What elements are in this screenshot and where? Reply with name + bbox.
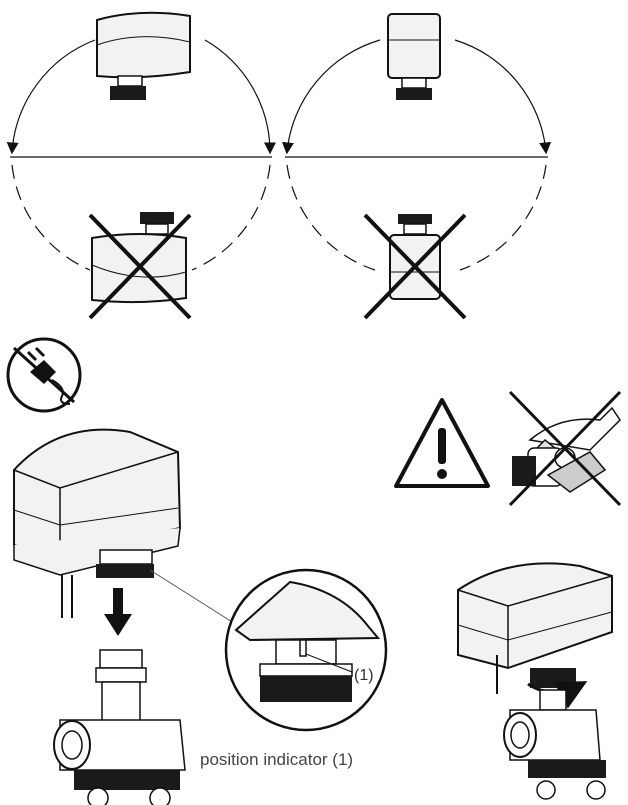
callout-number: (1) — [354, 667, 374, 684]
orientation-panel-right — [281, 13, 552, 320]
position-indicator-detail: (1) — [224, 568, 388, 732]
warning-triangle-icon — [394, 398, 490, 488]
actuator-mounting — [13, 428, 182, 618]
actuator-inverted-crossed — [88, 212, 192, 320]
no-hand-tool-icon — [508, 390, 622, 507]
down-arrow-icon — [104, 588, 132, 636]
actuator-upright — [96, 11, 191, 100]
unplug-power-icon — [6, 337, 82, 413]
valve-body-left — [53, 649, 186, 805]
actuator-side-inverted-crossed — [363, 213, 467, 320]
position-indicator-caption: position indicator (1) — [200, 750, 354, 769]
actuator-side-upright — [387, 13, 441, 100]
orientation-panel-left — [6, 11, 276, 320]
actuator-mounted-right — [457, 562, 613, 800]
